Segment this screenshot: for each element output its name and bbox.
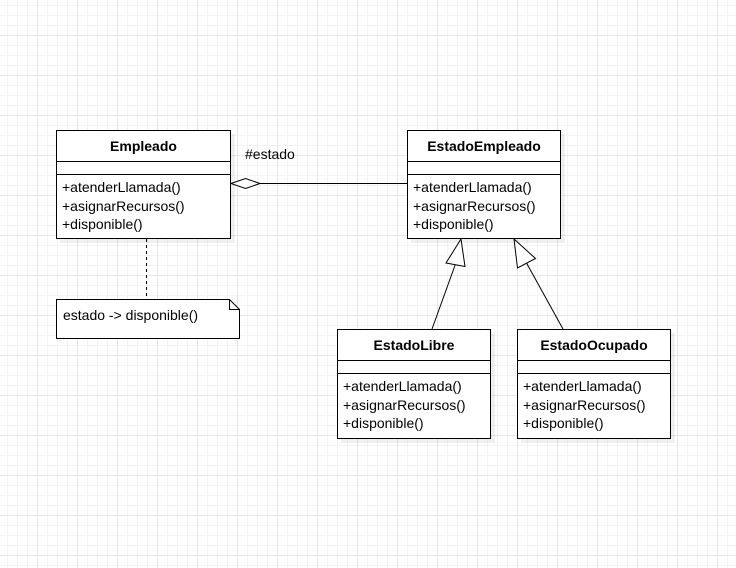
method-atender-llamada: +atenderLlamada(): [343, 378, 462, 394]
association-label: #estado: [245, 146, 295, 162]
class-estado-ocupado-methods: +atenderLlamada() +asignarRecursos() +di…: [518, 374, 670, 433]
class-estado-ocupado-name: EstadoOcupado: [518, 330, 670, 361]
class-estado-ocupado-attributes: [518, 361, 670, 374]
method-asignar-recursos: +asignarRecursos(): [62, 197, 185, 214]
method-disponible: +disponible(): [62, 216, 143, 232]
class-estado-empleado-methods: +atenderLlamada() +asignarRecursos() +di…: [408, 175, 560, 234]
aggregation-diamond: [229, 177, 262, 190]
class-empleado[interactable]: Empleado +atenderLlamada() +asignarRecur…: [56, 130, 231, 239]
method-atender-llamada: +atenderLlamada(): [62, 179, 181, 195]
note-shape: [56, 299, 240, 339]
method-atender-llamada: +atenderLlamada(): [413, 179, 532, 195]
class-estado-libre-attributes: [338, 361, 490, 374]
note-fold: [229, 299, 240, 310]
class-empleado-name: Empleado: [57, 131, 230, 162]
method-atender-llamada: +atenderLlamada(): [523, 378, 642, 394]
method-asignar-recursos: +asignarRecursos(): [523, 396, 646, 413]
method-disponible: +disponible(): [343, 415, 424, 431]
generalization-line-estado-libre: [431, 263, 456, 330]
generalization-arrowhead-estado-ocupado: [513, 237, 537, 269]
generalization-line-estado-ocupado: [526, 262, 564, 330]
generalization-arrowhead-estado-libre: [445, 237, 466, 268]
class-estado-libre-methods: +atenderLlamada() +asignarRecursos() +di…: [338, 374, 490, 433]
note-text: estado -> disponible(): [63, 307, 199, 323]
class-estado-ocupado[interactable]: EstadoOcupado +atenderLlamada() +asignar…: [517, 329, 671, 439]
method-asignar-recursos: +asignarRecursos(): [343, 396, 466, 413]
method-asignar-recursos: +asignarRecursos(): [413, 197, 536, 214]
class-estado-empleado[interactable]: EstadoEmpleado +atenderLlamada() +asigna…: [407, 130, 561, 239]
class-estado-libre[interactable]: EstadoLibre +atenderLlamada() +asignarRe…: [337, 329, 491, 439]
method-disponible: +disponible(): [413, 216, 494, 232]
class-estado-libre-name: EstadoLibre: [338, 330, 490, 361]
class-estado-empleado-attributes: [408, 162, 560, 175]
class-estado-empleado-name: EstadoEmpleado: [408, 131, 560, 162]
class-empleado-methods: +atenderLlamada() +asignarRecursos() +di…: [57, 175, 230, 234]
class-empleado-attributes: [57, 162, 230, 175]
method-disponible: +disponible(): [523, 415, 604, 431]
